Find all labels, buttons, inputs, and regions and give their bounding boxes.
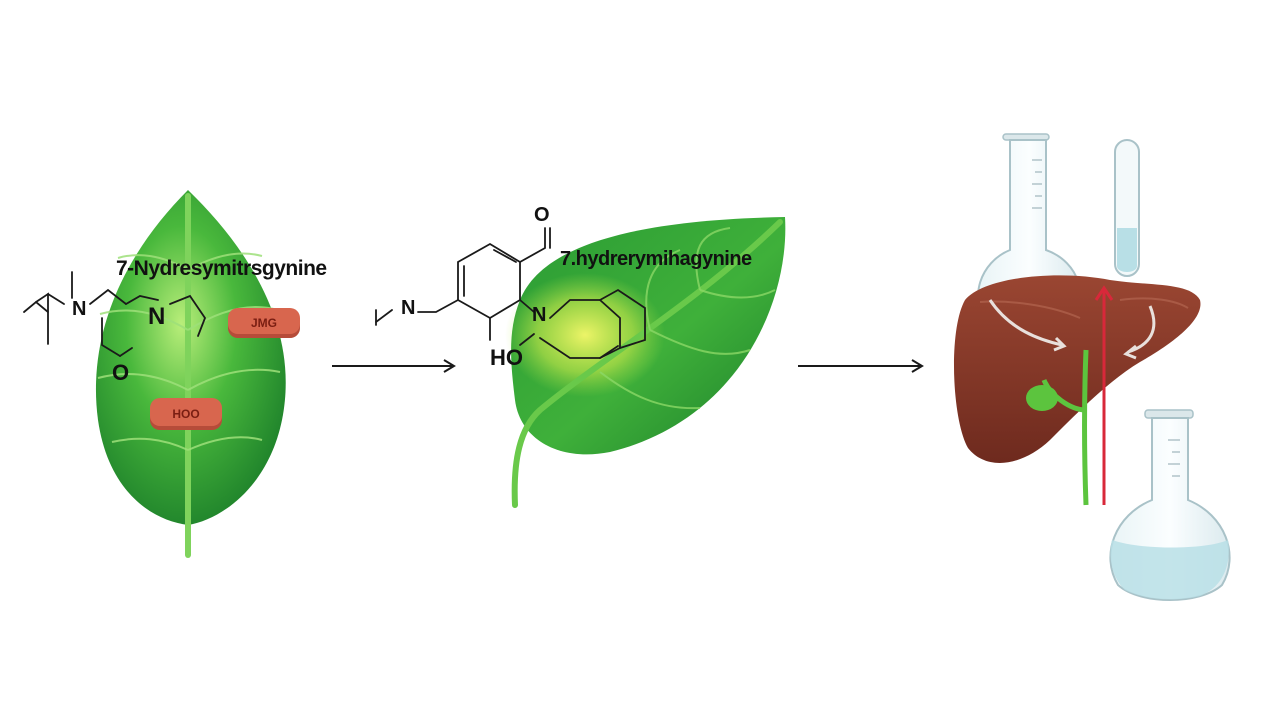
test-tube-icon	[1114, 139, 1140, 277]
atom-label: N	[72, 298, 87, 320]
compound-label-left: 7-Nydresymitrsgynine	[116, 257, 327, 280]
capsule-badge: JMG	[228, 308, 300, 338]
atom-label: HO	[490, 345, 523, 370]
leaf-icon	[505, 217, 786, 508]
arrow-right-icon	[332, 359, 456, 373]
arrow-right-icon	[798, 359, 924, 373]
atom-label: N	[532, 304, 547, 326]
atom-label: N	[401, 297, 416, 319]
atom-label: O	[534, 204, 550, 226]
leaf-icon	[95, 190, 286, 558]
atom-label: O	[112, 360, 130, 385]
capsule-badge: HOO	[150, 398, 222, 430]
molecule-structure-left	[23, 271, 207, 357]
molecule-structure-middle	[375, 227, 646, 359]
atom-label: N	[148, 303, 166, 330]
liver-icon	[953, 275, 1201, 506]
flask-icon	[1109, 409, 1231, 601]
compound-label-middle: 7.hydrerymihagynine	[560, 248, 752, 270]
